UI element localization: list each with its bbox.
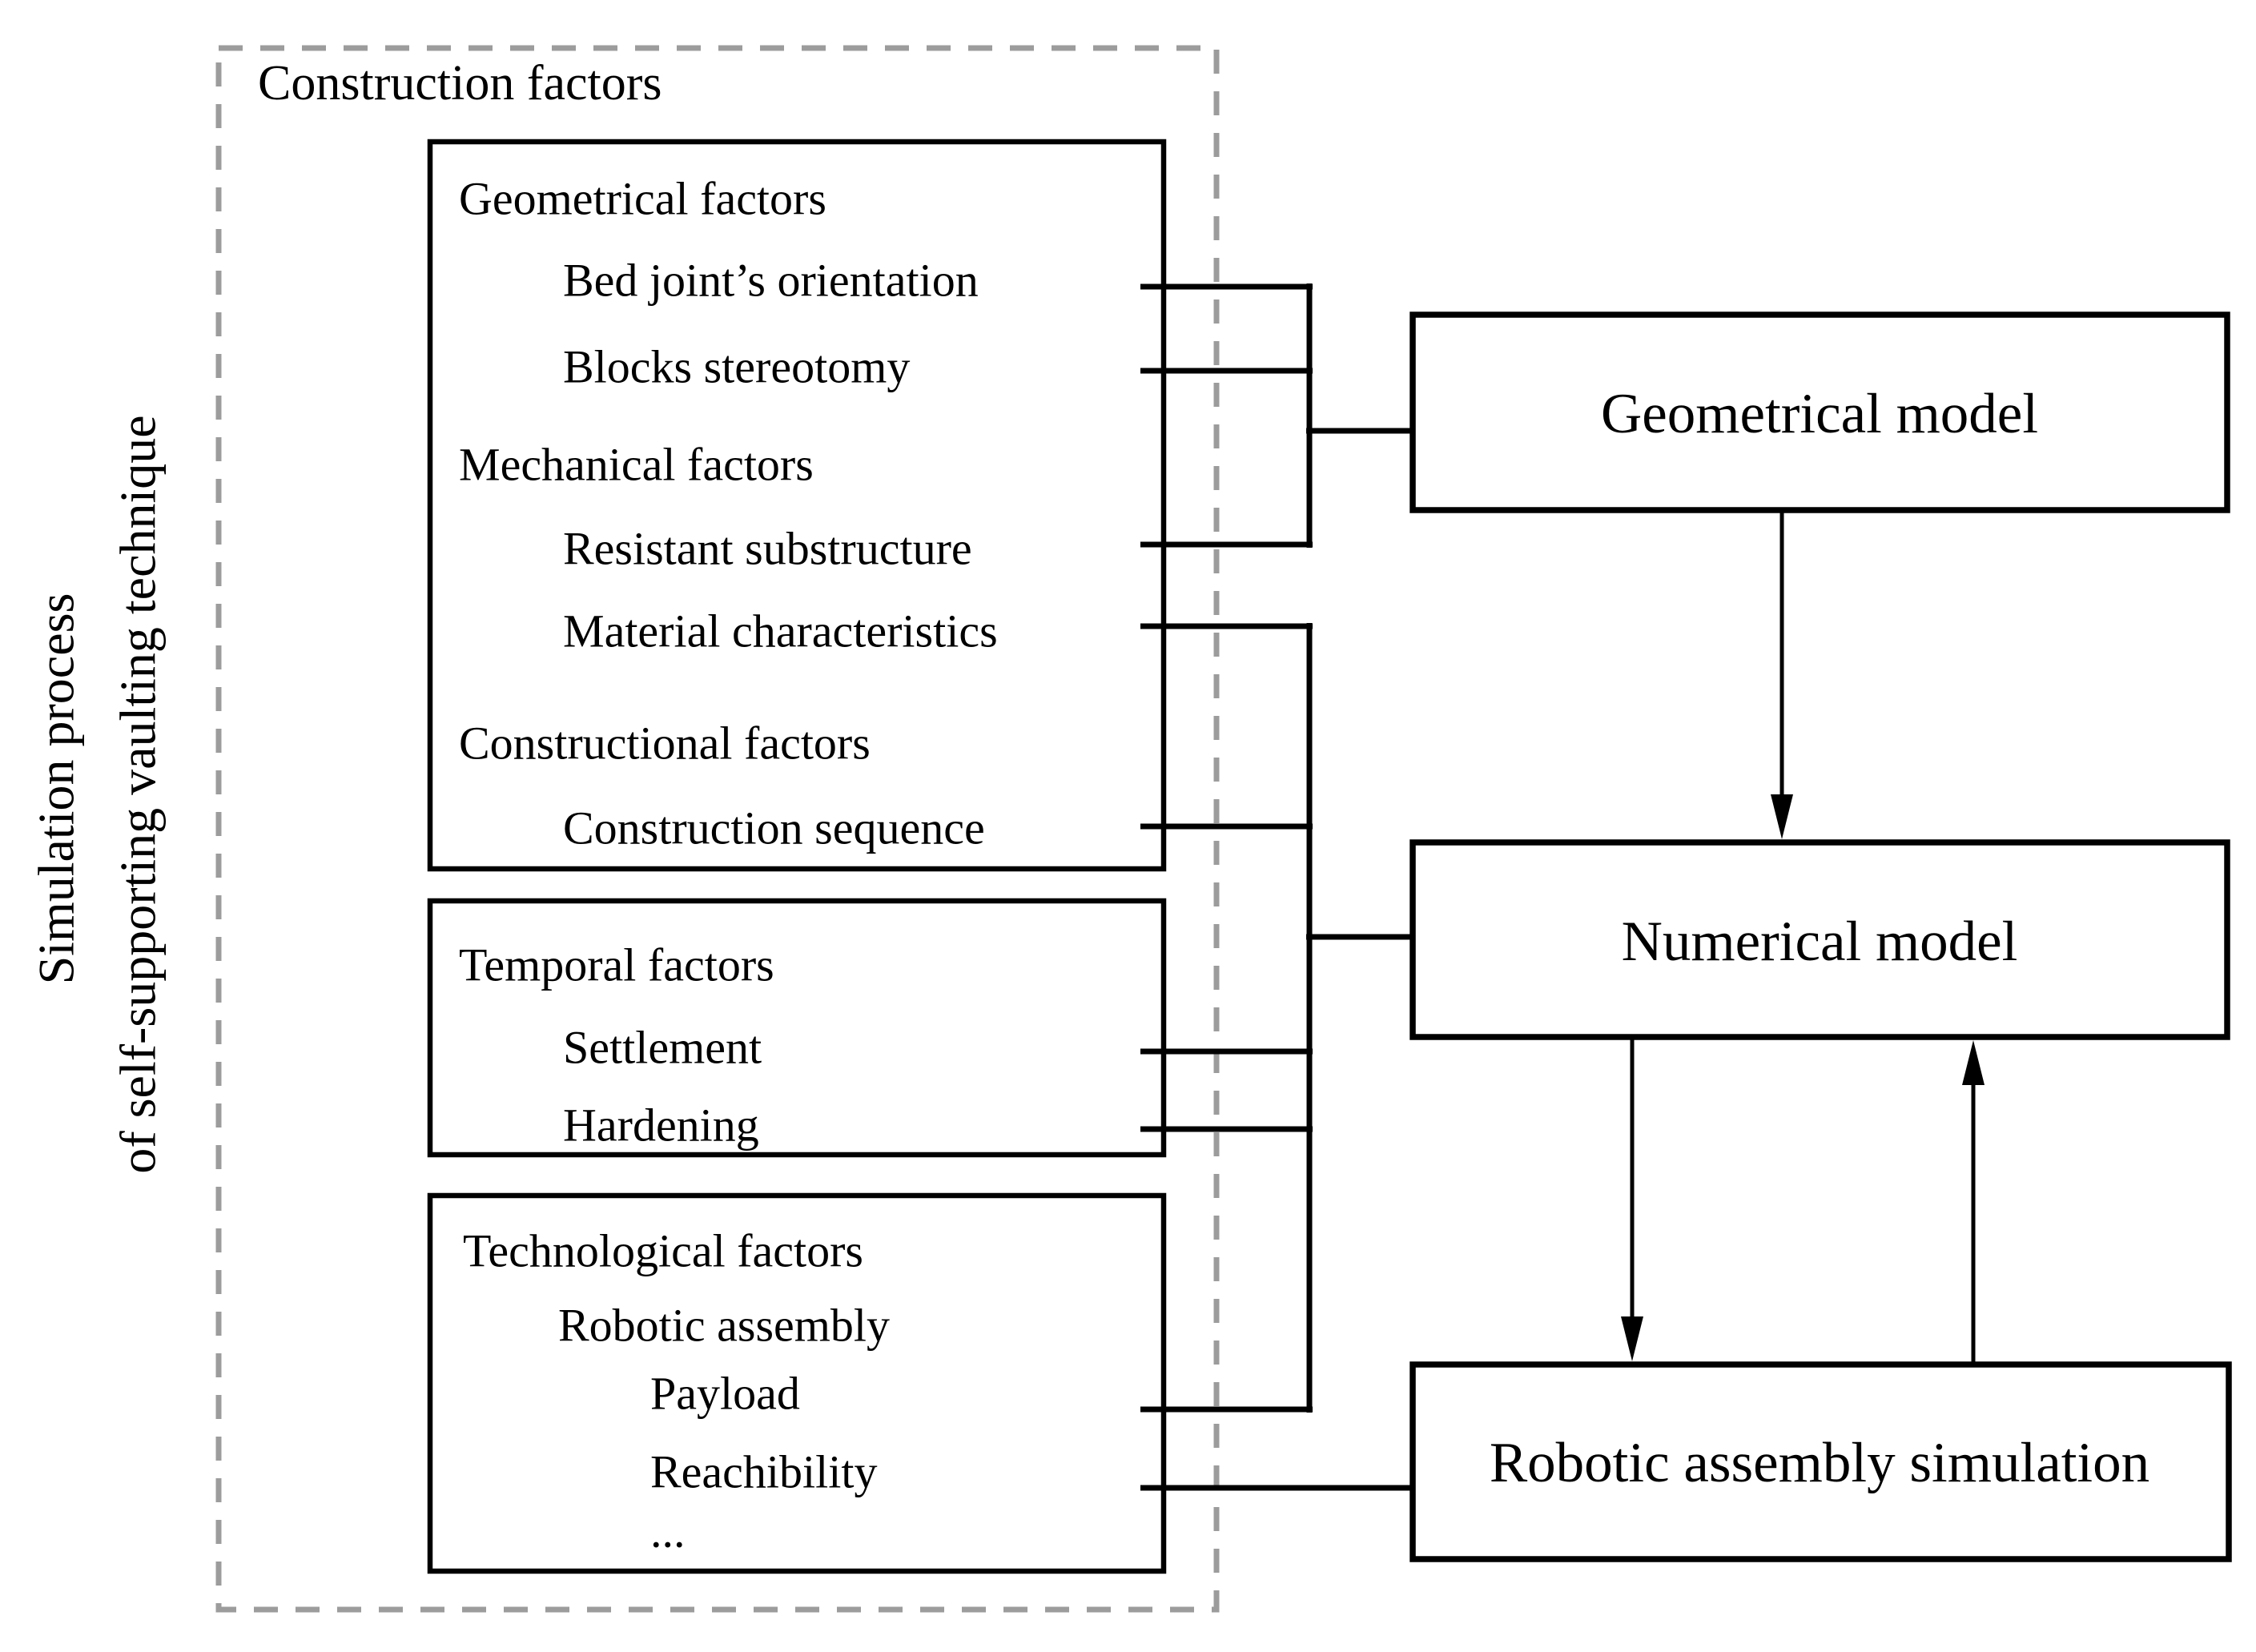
factor-box-general: Geometrical factors Bed joint’s orientat… xyxy=(427,139,1167,872)
geometrical-model-border xyxy=(1409,312,2230,513)
model-box-geometrical: Geometrical model xyxy=(1409,312,2230,513)
reachibility-item: Reachibility xyxy=(650,1446,878,1498)
ellipsis-item: ... xyxy=(650,1505,686,1558)
arrow-robotic-to-numerical-head xyxy=(1962,1040,1985,1085)
robotic-assembly-item: Robotic assembly xyxy=(558,1300,890,1352)
geometrical-factors-heading: Geometrical factors xyxy=(459,173,826,225)
geometrical-model-label: Geometrical model xyxy=(1601,383,2038,445)
construction-sequence-item: Construction sequence xyxy=(563,802,985,854)
technological-factors-heading: Technological factors xyxy=(463,1225,863,1277)
bed-joint-orientation-item: Bed joint’s orientation xyxy=(563,255,979,307)
blocks-stereotomy-item: Blocks stereotomy xyxy=(563,341,910,393)
factor-box-temporal: Temporal factors Settlement Hardening xyxy=(427,898,1167,1158)
factor-box-temporal-border xyxy=(427,898,1167,1158)
factor-box-general-border xyxy=(427,139,1167,872)
construction-factors-dashed-border xyxy=(215,45,1220,1613)
payload-item: Payload xyxy=(650,1368,800,1420)
numerical-model-border xyxy=(1409,839,2230,1040)
arrow-numerical-to-robotic-head xyxy=(1621,1316,1643,1361)
factor-box-technological-border xyxy=(427,1192,1167,1574)
side-title: Simulation process of self-supporting va… xyxy=(28,415,167,1173)
side-title-line2: of self-supporting vaulting technique xyxy=(110,415,167,1173)
numerical-model-label: Numerical model xyxy=(1622,910,2018,973)
connector-lines xyxy=(1140,283,1413,1491)
settlement-item: Settlement xyxy=(563,1022,762,1074)
side-title-line1: Simulation process xyxy=(28,593,85,985)
construction-factors-label: Construction factors xyxy=(258,56,662,111)
temporal-factors-heading: Temporal factors xyxy=(459,939,774,991)
material-characteristics-item: Material characteristics xyxy=(563,605,998,657)
model-box-robotic: Robotic assembly simulation xyxy=(1409,1361,2232,1562)
robotic-assembly-simulation-label: Robotic assembly simulation xyxy=(1490,1432,2149,1494)
flow-arrows xyxy=(1621,510,1985,1365)
factor-box-technological: Technological factors Robotic assembly P… xyxy=(427,1192,1167,1574)
model-box-numerical: Numerical model xyxy=(1409,839,2230,1040)
hardening-item: Hardening xyxy=(563,1099,759,1152)
mechanical-factors-heading: Mechanical factors xyxy=(459,439,814,491)
robotic-assembly-simulation-border xyxy=(1409,1361,2232,1562)
constructional-factors-heading: Constructional factors xyxy=(459,717,871,770)
resistant-substructure-item: Resistant substructure xyxy=(563,523,972,575)
arrow-geometrical-to-numerical-head xyxy=(1771,794,1793,839)
